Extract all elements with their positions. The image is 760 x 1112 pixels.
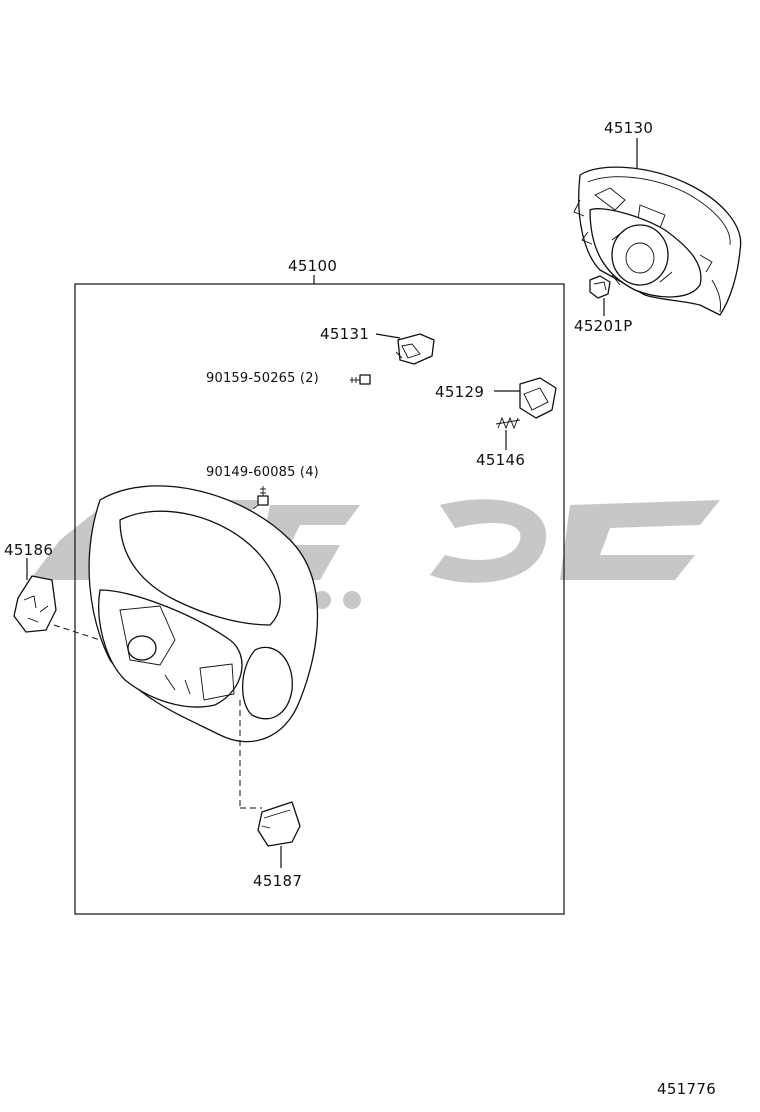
part-label-45129: 45129: [435, 383, 484, 401]
horn-button-b-drawing: [519, 377, 557, 419]
part-label-45146: 45146: [476, 451, 525, 469]
side-cover-drawing: [13, 575, 57, 633]
part-label-45131: 45131: [320, 325, 369, 343]
part-label-45130: 45130: [604, 119, 653, 137]
assembly-box-label: 45100: [288, 257, 337, 275]
part-label-90159-50265: 90159-50265 (2): [206, 371, 319, 386]
assembly-box: [74, 283, 565, 915]
steering-wheel-drawing: [88, 485, 319, 743]
part-label-90149-60085: 90149-60085 (4): [206, 465, 319, 480]
part-label-45201P: 45201P: [574, 317, 633, 335]
horn-button-a-drawing: [395, 333, 435, 365]
part-label-45187: 45187: [253, 872, 302, 890]
part-label-45186: 45186: [4, 541, 53, 559]
spring-drawing: [495, 416, 521, 430]
lower-cover-drawing: [257, 801, 301, 847]
airbag-module-drawing: [573, 166, 742, 316]
airbag-nut-drawing: [589, 275, 611, 299]
screw-b-drawing: [257, 486, 269, 506]
side-cover-dashline: [53, 624, 101, 641]
figure-code: 451776: [657, 1080, 716, 1098]
screw-a-drawing: [350, 374, 371, 385]
horn-button-a-leader: [375, 333, 401, 339]
